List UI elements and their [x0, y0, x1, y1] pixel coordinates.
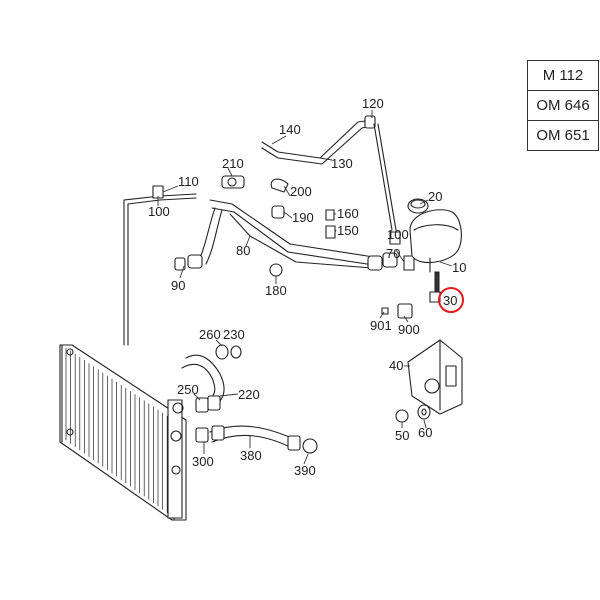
pipes-80: [209, 199, 398, 271]
part-900: [397, 303, 413, 319]
leader-lines: [157, 110, 453, 465]
highlight-ring: [438, 287, 464, 313]
grommet-50: [395, 409, 409, 423]
washer-60: [417, 404, 431, 420]
part-180: [269, 263, 283, 277]
callout-140[interactable]: 140: [279, 122, 301, 137]
callout-110[interactable]: 110: [178, 174, 199, 189]
callout-230[interactable]: 230: [223, 327, 245, 342]
hose-90: [174, 207, 223, 271]
callout-390[interactable]: 390: [294, 463, 316, 478]
engine-variant-om651[interactable]: OM 651: [527, 120, 599, 151]
clamp-210: [221, 175, 245, 189]
callout-180[interactable]: 180: [265, 283, 287, 298]
callout-30[interactable]: 30: [443, 293, 457, 308]
callout-60[interactable]: 60: [418, 425, 432, 440]
callout-150[interactable]: 150: [337, 223, 359, 238]
hose-220: [181, 344, 242, 413]
engine-variant-m112[interactable]: M 112: [527, 60, 599, 91]
callout-901[interactable]: 901: [370, 318, 392, 333]
callout-70[interactable]: 70: [386, 246, 400, 261]
callout-20[interactable]: 20: [428, 189, 442, 204]
part-901: [381, 307, 389, 315]
callout-100-top[interactable]: 100: [148, 204, 170, 219]
expansion-tank: [409, 209, 462, 273]
callout-250[interactable]: 250: [177, 382, 199, 397]
clamp-190: [271, 205, 285, 219]
callout-380[interactable]: 380: [240, 448, 262, 463]
callout-90[interactable]: 90: [171, 278, 185, 293]
bracket-40: [407, 339, 463, 415]
engine-variant-table: M 112 OM 646 OM 651: [527, 60, 599, 151]
callout-80[interactable]: 80: [236, 243, 250, 258]
clamp-200: [270, 178, 289, 193]
callout-labels: 120 140 130 210 110 200 20 100 190 160 1…: [148, 96, 466, 478]
callout-200[interactable]: 200: [290, 184, 312, 199]
pipe-130-140: [261, 115, 397, 231]
callout-130[interactable]: 130: [331, 156, 353, 171]
pipe-110: [123, 193, 197, 346]
clip-150: [325, 225, 336, 239]
hose-380: [195, 425, 318, 454]
part-70: [403, 255, 415, 271]
callout-160[interactable]: 160: [337, 206, 359, 221]
callout-120[interactable]: 120: [362, 96, 384, 111]
callout-900[interactable]: 900: [398, 322, 420, 337]
callout-190[interactable]: 190: [292, 210, 314, 225]
radiator: [59, 344, 187, 521]
callout-100-right[interactable]: 100: [387, 227, 409, 242]
callout-220[interactable]: 220: [238, 387, 260, 402]
callout-210[interactable]: 210: [222, 156, 244, 171]
callout-50[interactable]: 50: [395, 428, 409, 443]
clip-160: [325, 209, 335, 221]
callout-300[interactable]: 300: [192, 454, 214, 469]
callout-40[interactable]: 40: [389, 358, 403, 373]
engine-variant-om646[interactable]: OM 646: [527, 90, 599, 121]
callout-10[interactable]: 10: [452, 260, 466, 275]
callout-260[interactable]: 260: [199, 327, 221, 342]
